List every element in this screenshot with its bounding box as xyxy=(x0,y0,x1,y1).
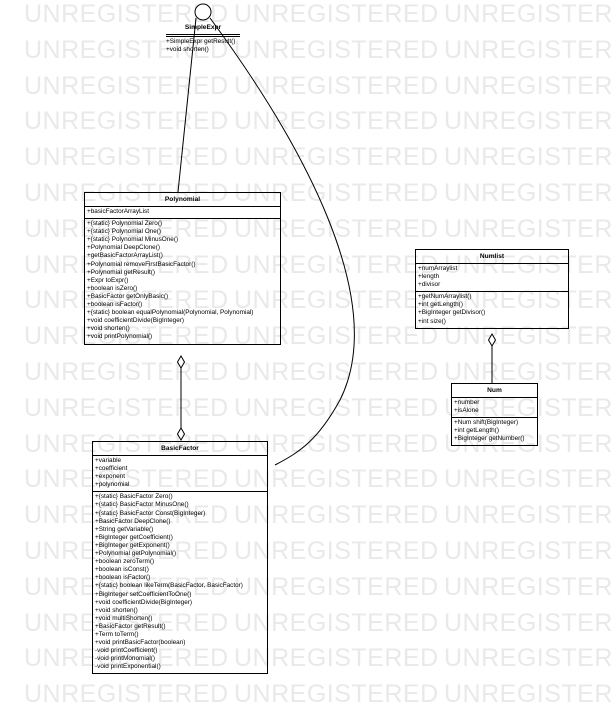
basicfactor-method: +BigInteger getExponent() xyxy=(95,541,170,549)
polynomial-method: +{static} Polynomial One() xyxy=(87,228,162,236)
simpleexpr-divider xyxy=(166,36,240,37)
simpleexpr-interface: SimpleExpr +SimpleExpr getResult() +void… xyxy=(166,24,240,54)
polynomial-method: +void printPolynomial() xyxy=(87,333,153,341)
basicfactor-method: +boolean isConst() xyxy=(95,566,149,574)
num-method: +Num shift(BigInteger) xyxy=(454,419,519,427)
basicfactor-aggregation-diamond xyxy=(176,427,186,441)
num-title: Num xyxy=(487,387,502,394)
polynomial-aggregation-diamond xyxy=(176,355,186,369)
basicfactor-method: +void coefficientDivide(BigInteger) xyxy=(95,598,193,606)
basicfactor-method: +BigInteger getCoefficient() xyxy=(95,533,173,541)
basicfactor-method: +boolean zeroTerm() xyxy=(95,558,155,566)
basicfactor-method: +BasicFactor getResult() xyxy=(95,622,166,630)
polynomial-method: +{static} Polynomial MinusOne() xyxy=(87,236,179,244)
basicfactor-method: -void printCoefficient() xyxy=(95,647,158,655)
numlist-methods: +getNumArraylist() +int getLength() +Big… xyxy=(416,291,568,327)
polynomial-method: +getBasicFactorArrayList() xyxy=(87,252,163,260)
basicfactor-to-simpleexpr-line xyxy=(209,17,355,466)
numlist-attribute: +length xyxy=(418,273,440,281)
simpleexpr-title: SimpleExpr xyxy=(184,24,222,31)
basicfactor-title: BasicFactor xyxy=(161,445,199,452)
polynomial-method: +Polynomial getResult() xyxy=(87,268,156,276)
num-method: +BigInteger getNumber() xyxy=(454,435,525,443)
numlist-attribute: +divisor xyxy=(418,281,441,289)
polynomial-method: +Polynomial removeFirstBasicFactor() xyxy=(87,260,196,268)
basicfactor-method: +{static} BasicFactor Zero() xyxy=(95,493,173,501)
basicfactor-method: +Polynomial getPolynomial() xyxy=(95,550,177,558)
numlist-attribute: +numArraylist xyxy=(418,265,458,272)
num-attribute: +number xyxy=(454,399,480,406)
numlist-aggregation-diamond xyxy=(487,333,497,347)
basicfactor-method: +boolean isFactor() xyxy=(95,574,151,582)
polynomial-method: +Expr toExpr() xyxy=(87,276,129,284)
polynomial-method: +Polynomial DeepClone() xyxy=(87,244,160,252)
numlist-method: +getNumArraylist() xyxy=(418,293,472,301)
polynomial-method: +boolean isFactor() xyxy=(87,301,143,309)
polynomial-attributes: +basicFactorArrayList xyxy=(85,206,280,218)
basicfactor-method: +String getVariable() xyxy=(95,525,154,533)
basicfactor-attribute: +exponent xyxy=(95,473,126,481)
basicfactor-method: +{static} boolean likeTerm(BasicFactor, … xyxy=(95,582,243,590)
num-class: Num +number +isAlone +Num shift(BigInteg… xyxy=(451,383,538,447)
basicfactor-attributes: +variable +coefficient +exponent +polyno… xyxy=(93,455,267,491)
num-attributes: +number +isAlone xyxy=(452,397,537,417)
basicfactor-method: -void printMonomial() xyxy=(95,655,156,663)
simpleexpr-divider xyxy=(166,34,240,35)
interface-lollipop-icon xyxy=(194,3,212,21)
numlist-method: +int size() xyxy=(418,317,446,325)
polynomial-method: +{static} boolean equalPolynomial(Polyno… xyxy=(87,309,254,317)
polynomial-method: +void shorten() xyxy=(87,325,130,333)
numlist-method: +int getLength() xyxy=(418,301,463,309)
basicfactor-method: +Term toTerm() xyxy=(95,630,139,638)
num-method: +int getLength() xyxy=(454,427,499,435)
numlist-title: Numlist xyxy=(479,253,505,260)
basicfactor-method: +void shorten() xyxy=(95,606,138,614)
num-methods: +Num shift(BigInteger) +int getLength() … xyxy=(452,417,537,445)
num-attribute: +isAlone xyxy=(454,407,479,415)
basicfactor-attribute: +polynomial xyxy=(95,481,130,489)
basicfactor-method: +void multiShorten() xyxy=(95,614,153,622)
simpleexpr-method: +void shorten() xyxy=(166,46,209,54)
polynomial-title: Polynomial xyxy=(164,196,201,203)
basicfactor-method: +void printBasicFactor(boolean) xyxy=(95,639,186,647)
basicfactor-method: +{static} BasicFactor Const(BigInteger) xyxy=(95,509,206,517)
polynomial-to-simpleexpr-line xyxy=(177,17,197,193)
numlist-attributes: +numArraylist +length +divisor xyxy=(416,263,568,291)
basicfactor-class: BasicFactor +variable +coefficient +expo… xyxy=(92,441,268,675)
simpleexpr-method: +SimpleExpr getResult() xyxy=(166,38,236,45)
numlist-method: +BigInteger getDivisor() xyxy=(418,309,486,317)
basicfactor-method: +BigInteger setCoefficientToOne() xyxy=(95,590,192,598)
basicfactor-attribute: +variable xyxy=(95,457,122,464)
polynomial-method: +{static} Polynomial Zero() xyxy=(87,220,163,228)
polynomial-methods: +{static} Polynomial Zero() +{static} Po… xyxy=(85,218,280,343)
polynomial-attribute: +basicFactorArrayList xyxy=(87,208,149,215)
polynomial-method: +BasicFactor getOnlyBasic() xyxy=(87,292,169,300)
basicfactor-attribute: +coefficient xyxy=(95,465,128,473)
polynomial-method: +boolean isZero() xyxy=(87,284,138,292)
polynomial-class: Polynomial +basicFactorArrayList +{stati… xyxy=(84,192,281,345)
basicfactor-method: -void printExponential() xyxy=(95,663,161,671)
basicfactor-methods: +{static} BasicFactor Zero() +{static} B… xyxy=(93,491,267,673)
polynomial-method: +void coefficientDivide(BigInteger) xyxy=(87,317,185,325)
basicfactor-method: +BasicFactor DeepClone() xyxy=(95,517,171,525)
basicfactor-method: +{static} BasicFactor MinusOne() xyxy=(95,501,189,509)
numlist-class: Numlist +numArraylist +length +divisor +… xyxy=(415,249,569,329)
